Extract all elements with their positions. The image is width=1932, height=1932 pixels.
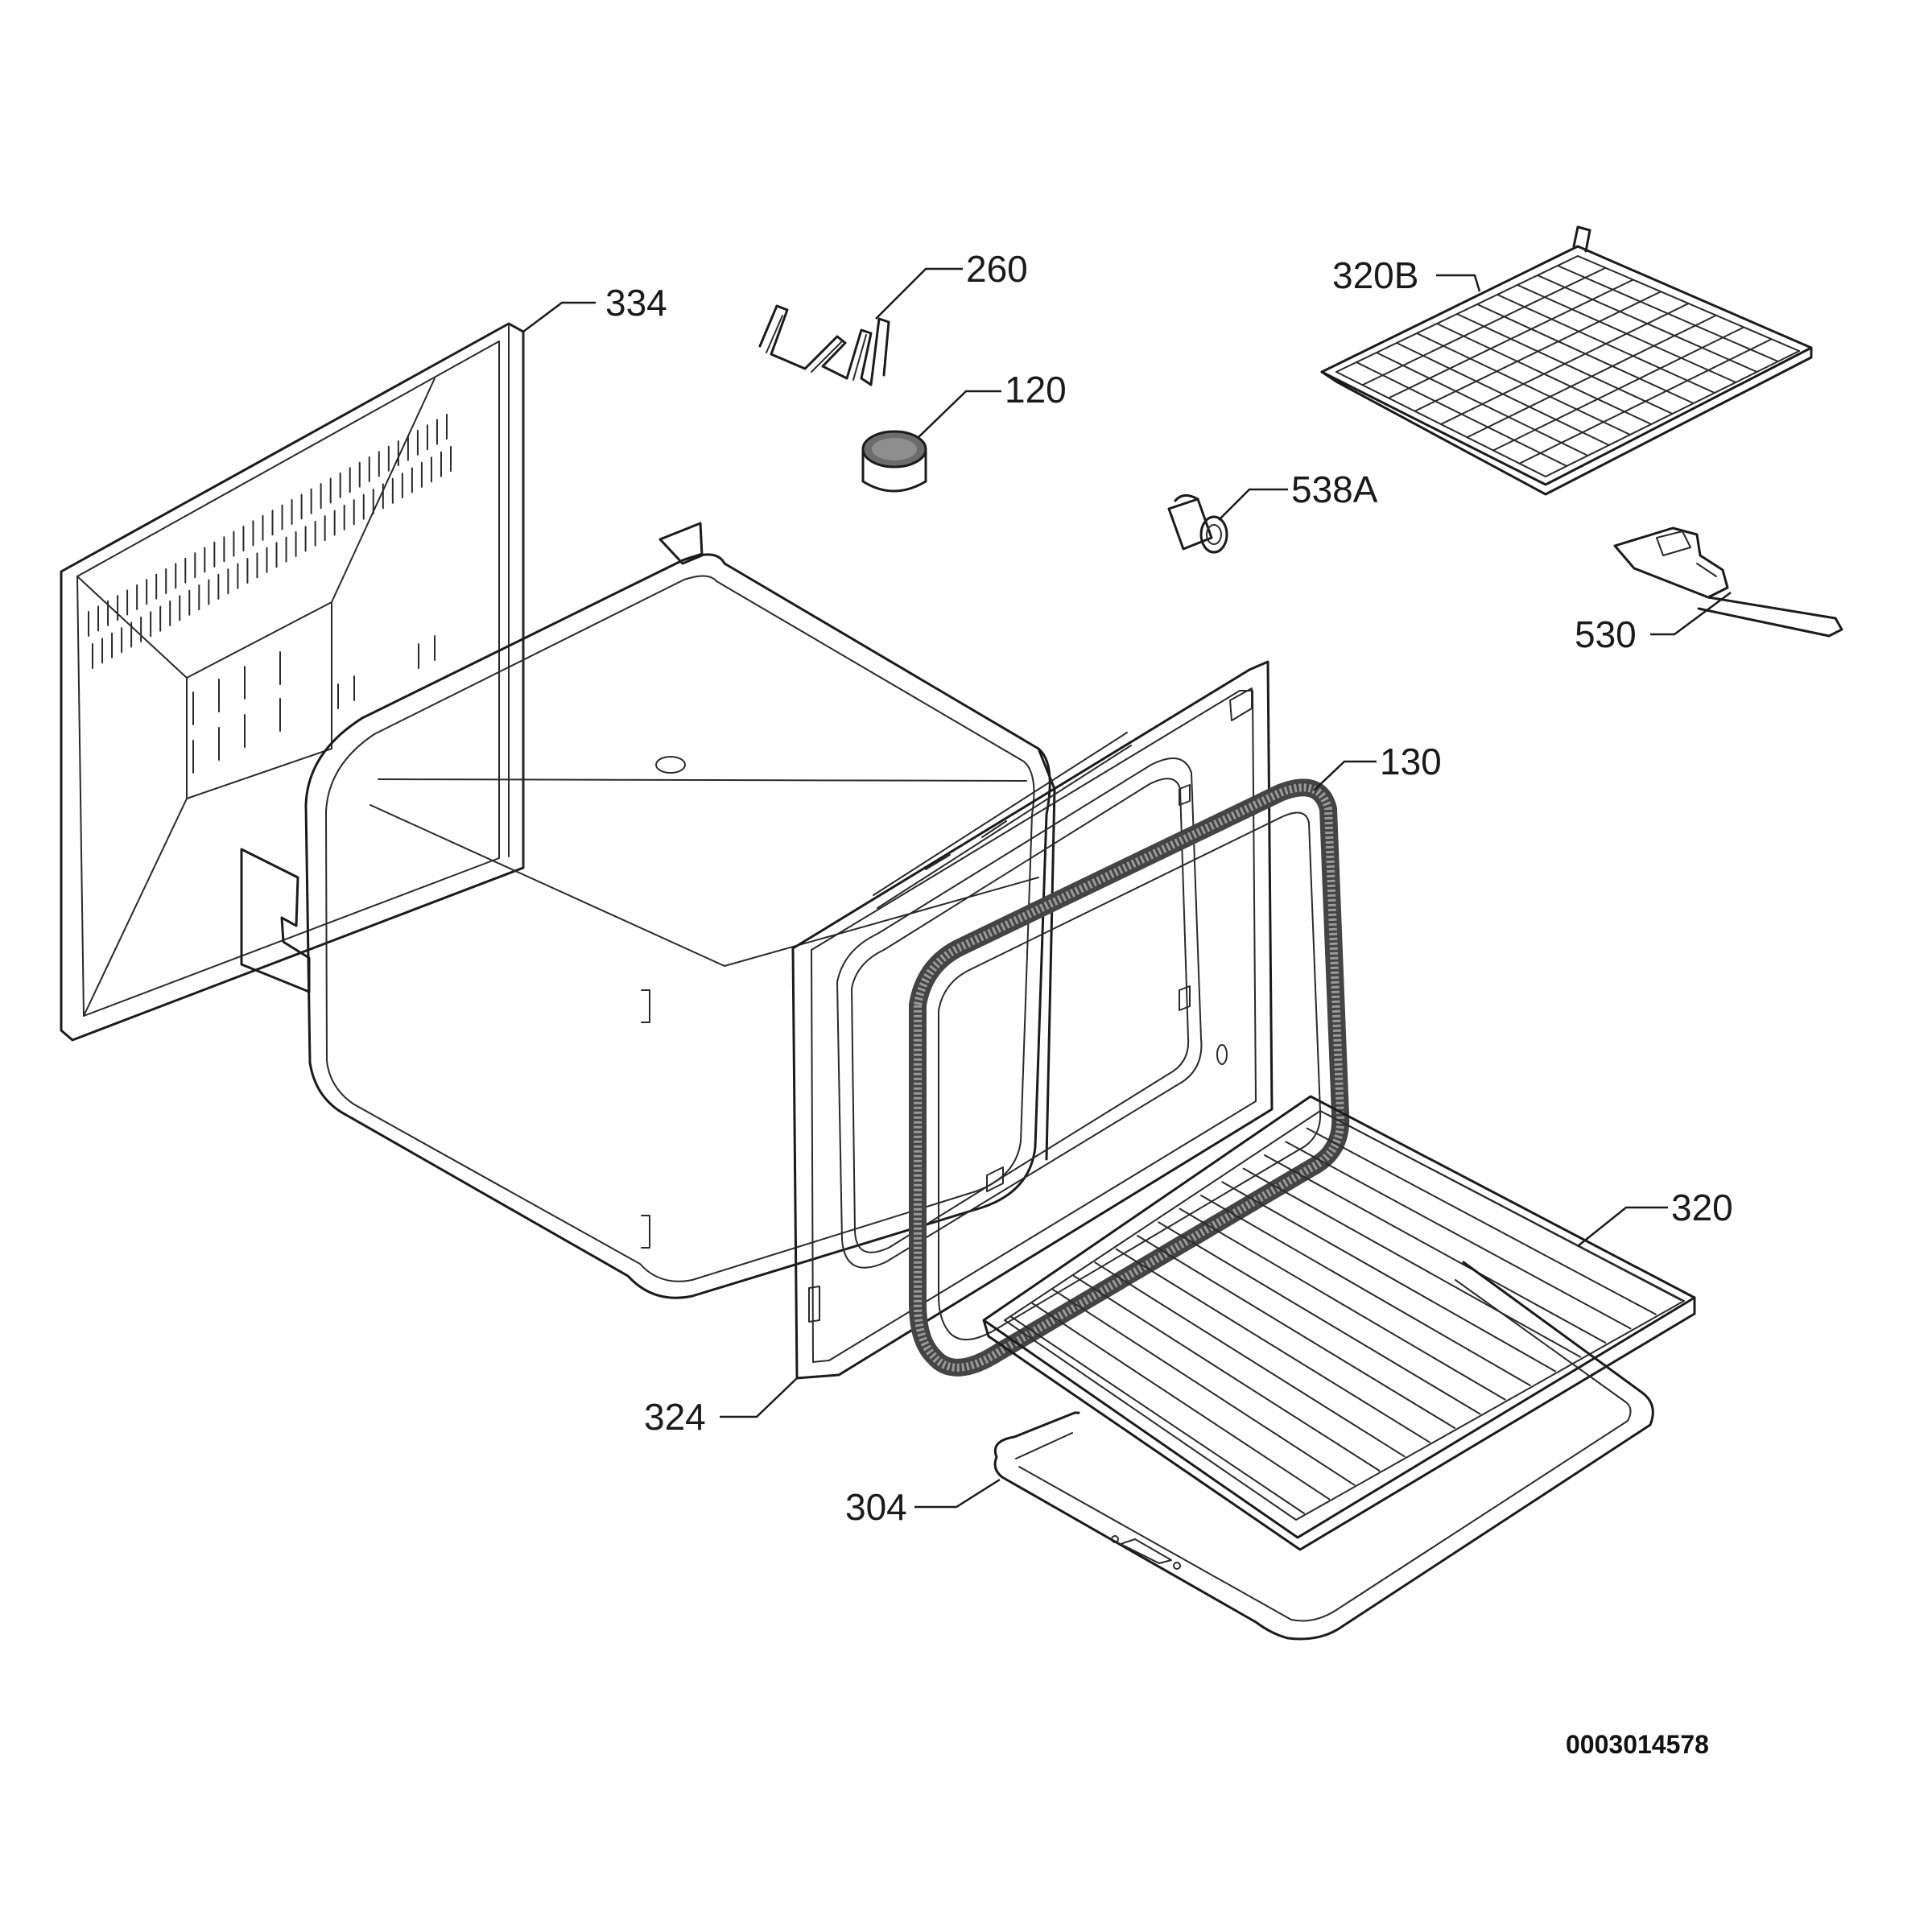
label-120: 120	[1005, 369, 1067, 411]
label-530: 530	[1575, 613, 1637, 655]
wire-shelf-320	[982, 1095, 1696, 1551]
label-320: 320	[1671, 1187, 1733, 1228]
label-304: 304	[845, 1486, 907, 1528]
oven-cavity	[304, 522, 1056, 1299]
fitting-538a	[1167, 494, 1228, 554]
label-320b: 320B	[1332, 254, 1418, 296]
cylinder-part-120	[861, 430, 927, 493]
document-id: 0003014578	[1566, 1730, 1709, 1759]
rear-panel-334	[60, 322, 525, 1042]
label-324: 324	[644, 1396, 706, 1438]
label-130: 130	[1380, 741, 1442, 782]
label-538a: 538A	[1291, 469, 1378, 510]
wire-rack-320b	[1320, 225, 1813, 496]
label-334: 334	[605, 282, 667, 324]
wire-clip-260	[758, 304, 890, 386]
baking-tray-304	[993, 1261, 1654, 1641]
hook-530	[1613, 526, 1843, 638]
label-260: 260	[966, 248, 1028, 290]
door-gasket-130	[909, 778, 1350, 1377]
leader-lines	[522, 267, 1732, 1509]
front-frame-324	[791, 660, 1274, 1380]
callout-labels: 334 260 120 320B 538A 530 130 320 324 30…	[605, 248, 1733, 1759]
